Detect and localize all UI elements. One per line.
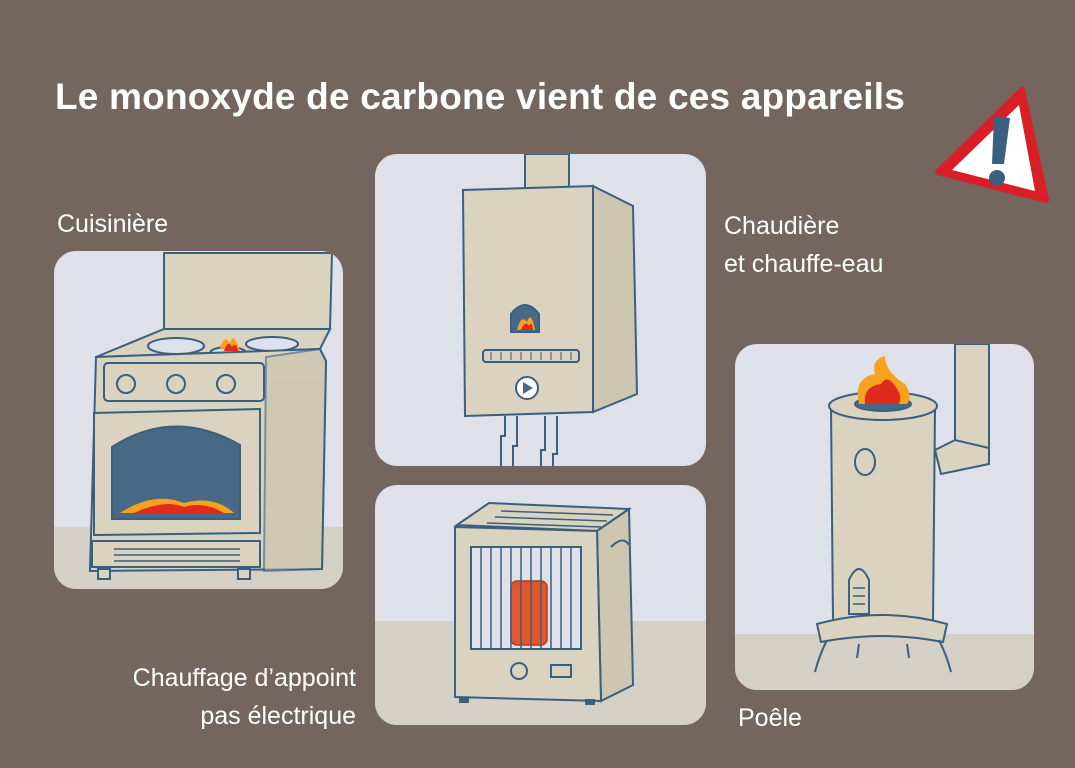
poele-illustration — [735, 344, 1034, 690]
label-chauffage-line1: Chauffage d’appoint — [132, 664, 356, 692]
warning-triangle-icon — [935, 87, 1049, 203]
panel-chaudiere — [375, 154, 706, 466]
panel-cuisiniere — [54, 251, 343, 589]
label-chaudiere-line2: et chauffe-eau — [724, 250, 884, 278]
page-title: Le monoxyde de carbone vient de ces appa… — [55, 76, 906, 117]
panel-chauffage — [375, 485, 706, 725]
heater-illustration — [375, 501, 706, 725]
label-chauffage-line2: pas électrique — [200, 702, 356, 730]
boiler-illustration — [461, 154, 639, 466]
panel-poele — [735, 344, 1034, 690]
label-cuisiniere: Cuisinière — [57, 210, 169, 238]
stove-illustration — [54, 252, 343, 589]
label-poele: Poêle — [738, 704, 802, 732]
label-chaudiere-line1: Chaudière — [724, 212, 840, 240]
